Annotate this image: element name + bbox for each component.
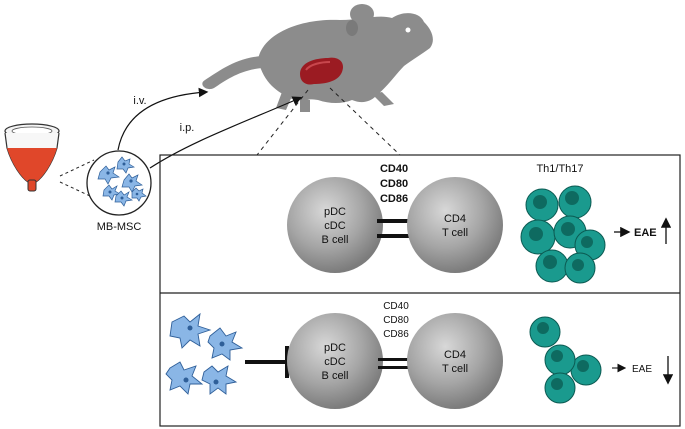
msc-cells-bottom bbox=[165, 312, 244, 395]
th-cell-cluster-bottom bbox=[529, 316, 602, 404]
spleen-organ bbox=[300, 57, 344, 85]
costim-top-3: CD86 bbox=[380, 193, 408, 205]
costim-bottom-2: CD80 bbox=[383, 315, 409, 326]
msc-culture-circle bbox=[86, 150, 152, 216]
apc-top-line-1: pDC bbox=[324, 206, 346, 218]
cd4-cell-bottom bbox=[407, 313, 503, 409]
inhibit-line bbox=[245, 360, 285, 364]
apc-cell-top bbox=[287, 177, 383, 273]
synapse-bar-bottom-2 bbox=[378, 366, 414, 369]
synapse-bar-top-2 bbox=[377, 234, 415, 238]
cd4-top-line-1: CD4 bbox=[444, 213, 466, 225]
eae-bottom-label: EAE bbox=[632, 364, 652, 375]
apc-top-line-2: cDC bbox=[324, 220, 345, 232]
eae-top-label: EAE bbox=[634, 227, 657, 239]
apc-top-line-3: B cell bbox=[322, 234, 349, 246]
costim-top-2: CD80 bbox=[380, 178, 408, 190]
apc-bottom-line-3: B cell bbox=[322, 370, 349, 382]
apc-bottom-line-2: cDC bbox=[324, 356, 345, 368]
costim-top-1: CD40 bbox=[380, 163, 408, 175]
costim-bottom-3: CD86 bbox=[383, 329, 409, 340]
synapse-bar-bottom-1 bbox=[378, 358, 414, 361]
iv-arrow bbox=[117, 87, 209, 151]
ip-arrow bbox=[149, 96, 303, 169]
msc-label: MB-MSC bbox=[97, 221, 142, 233]
iv-label: i.v. bbox=[133, 95, 146, 107]
cd4-bottom-line-1: CD4 bbox=[444, 349, 466, 361]
cd4-top-line-2: T cell bbox=[442, 227, 468, 239]
apc-bottom-line-1: pDC bbox=[324, 342, 346, 354]
cd4-cell-top bbox=[407, 177, 503, 273]
ip-label: i.p. bbox=[180, 122, 195, 134]
synapse-bar-top-1 bbox=[377, 219, 415, 223]
cd4-bottom-line-2: T cell bbox=[442, 363, 468, 375]
bottom-panel: pDC cDC B cell CD4 T cell CD40 CD80 CD86 bbox=[165, 301, 674, 409]
th-cell-cluster-top bbox=[520, 185, 606, 284]
costim-bottom-1: CD40 bbox=[383, 301, 409, 312]
panel-frame bbox=[159, 154, 681, 427]
th-label: Th1/Th17 bbox=[536, 163, 583, 175]
top-panel: pDC cDC B cell CD4 T cell CD40 CD80 CD86… bbox=[287, 163, 672, 284]
mouse-illustration bbox=[202, 4, 433, 112]
inhibit-bar bbox=[285, 346, 289, 378]
apc-cell-bottom bbox=[287, 313, 383, 409]
bone-marrow-cup bbox=[4, 123, 60, 192]
